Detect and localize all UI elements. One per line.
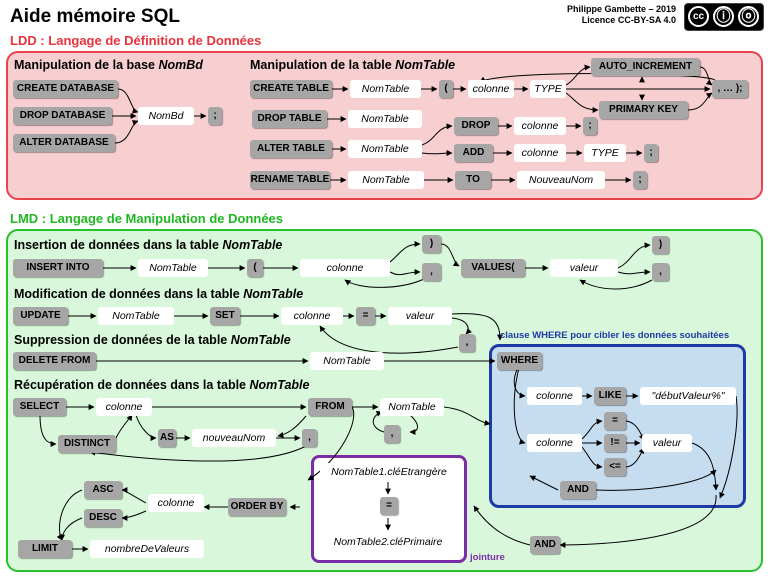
- lmd-title: LMD : Langage de Manipulation de Données: [10, 211, 284, 226]
- alter-table-keyword: ALTER TABLE: [250, 140, 332, 158]
- alter-drop-semicolon: ;: [583, 117, 597, 135]
- select-keyword: SELECT: [13, 398, 66, 416]
- alter-table-name: NomTable: [348, 140, 422, 158]
- alter-add-keyword: ADD: [454, 144, 493, 162]
- values-close-paren: ): [652, 236, 669, 254]
- db-heading: Manipulation de la base NomBd: [14, 58, 203, 72]
- primary-key-keyword: PRIMARY KEY: [599, 101, 688, 119]
- where-column-2: colonne: [527, 434, 582, 452]
- create-table-keyword: CREATE TABLE: [250, 80, 332, 98]
- where-value: valeur: [642, 434, 692, 452]
- order-column-value: colonne: [148, 494, 204, 512]
- cc-icon: cc: [688, 6, 709, 27]
- distinct-keyword: DISTINCT: [58, 435, 116, 453]
- insert-close-paren: ): [422, 235, 441, 253]
- where-keyword: WHERE: [497, 352, 542, 370]
- limit-keyword: LIMIT: [18, 540, 72, 558]
- by-icon: ⓘ: [713, 6, 734, 27]
- order-by-keyword: ORDER BY: [228, 498, 286, 516]
- insert-column-value: colonne: [300, 259, 390, 277]
- insert-value: valeur: [550, 259, 618, 277]
- join-note: jointure: [470, 552, 505, 563]
- create-open-paren: (: [439, 80, 453, 98]
- set-keyword: SET: [210, 307, 240, 325]
- alter-database-keyword: ALTER DATABASE: [13, 134, 115, 152]
- not-equals-operator: !=: [604, 434, 626, 452]
- drop-table-name: NomTable: [348, 110, 422, 128]
- create-end-list: , … );: [712, 80, 748, 98]
- as-keyword: AS: [158, 429, 176, 447]
- where-note: clause WHERE pour cibler les données sou…: [500, 330, 730, 341]
- insert-comma: ,: [422, 263, 441, 281]
- update-value: valeur: [388, 307, 452, 325]
- select-comma: ,: [302, 429, 317, 447]
- equals-operator: =: [604, 412, 626, 430]
- delete-table-name: NomTable: [310, 352, 384, 370]
- select-column-value: colonne: [96, 398, 152, 416]
- insert-into-keyword: INSERT INTO: [13, 259, 103, 277]
- select-heading: Récupération de données dans la table No…: [14, 378, 310, 392]
- join-primary-key: NomTable2.cléPrimaire: [318, 533, 458, 551]
- sa-icon: ⓞ: [738, 6, 759, 27]
- join-equals: =: [380, 497, 398, 515]
- asc-keyword: ASC: [84, 481, 122, 499]
- insert-heading: Insertion de données dans la table NomTa…: [14, 238, 283, 252]
- update-comma: ,: [459, 334, 475, 352]
- from-table-name: NomTable: [380, 398, 444, 416]
- alter-drop-column: colonne: [514, 117, 566, 135]
- join-foreign-key: NomTable1.cléEtrangère: [320, 463, 458, 481]
- rename-new-name: NouveauNom: [517, 171, 605, 189]
- page-title: Aide mémoire SQL: [10, 6, 180, 27]
- insert-table-name: NomTable: [138, 259, 208, 277]
- table-heading: Manipulation de la table NomTable: [250, 58, 456, 72]
- author-line: Philippe Gambette – 2019: [566, 4, 676, 14]
- db-semicolon: ;: [208, 107, 222, 125]
- drop-database-keyword: DROP DATABASE: [13, 107, 112, 125]
- rename-table-keyword: RENAME TABLE: [250, 171, 330, 189]
- desc-keyword: DESC: [84, 509, 122, 527]
- license-line: Licence CC-BY-SA 4.0: [581, 15, 676, 25]
- alter-add-type: TYPE: [584, 144, 626, 162]
- where-column-1: colonne: [527, 387, 582, 405]
- less-equal-operator: <=: [604, 458, 626, 476]
- update-heading: Modification de données dans la table No…: [14, 287, 304, 301]
- auto-increment-keyword: AUTO_INCREMENT: [591, 58, 700, 76]
- delete-from-keyword: DELETE FROM: [13, 352, 96, 370]
- from-keyword: FROM: [308, 398, 352, 416]
- values-keyword: VALUES(: [461, 259, 525, 277]
- rename-semicolon: ;: [633, 171, 647, 189]
- db-name-value: NomBd: [138, 107, 194, 125]
- author-credit: Philippe Gambette – 2019 Licence CC-BY-S…: [567, 4, 676, 26]
- update-table-name: NomTable: [98, 307, 174, 325]
- create-column-value: colonne: [468, 80, 514, 98]
- like-keyword: LIKE: [594, 387, 626, 405]
- rename-to-keyword: TO: [455, 171, 491, 189]
- join-and-keyword: AND: [530, 536, 560, 554]
- delete-heading: Suppression de données de la table NomTa…: [14, 333, 291, 347]
- drop-table-keyword: DROP TABLE: [252, 110, 327, 128]
- alter-drop-keyword: DROP: [454, 117, 498, 135]
- where-and-keyword: AND: [560, 481, 596, 499]
- limit-value: nombreDeValeurs: [90, 540, 204, 558]
- alias-value: nouveauNom: [192, 429, 276, 447]
- ldd-title: LDD : Langage de Définition de Données: [10, 33, 262, 48]
- like-pattern-value: "débutValeur%": [640, 387, 736, 405]
- update-column-value: colonne: [281, 307, 343, 325]
- update-equals: =: [356, 307, 375, 325]
- from-comma: ,: [384, 425, 400, 443]
- create-database-keyword: CREATE DATABASE: [13, 80, 118, 98]
- alter-add-column: colonne: [514, 144, 566, 162]
- create-type-value: TYPE: [530, 80, 566, 98]
- values-comma: ,: [652, 263, 669, 281]
- create-table-name: NomTable: [350, 80, 421, 98]
- insert-open-paren: (: [247, 259, 263, 277]
- cc-by-sa-badge: cc ⓘ ⓞ: [684, 3, 764, 31]
- alter-add-semicolon: ;: [644, 144, 658, 162]
- rename-table-name: NomTable: [348, 171, 424, 189]
- update-keyword: UPDATE: [13, 307, 68, 325]
